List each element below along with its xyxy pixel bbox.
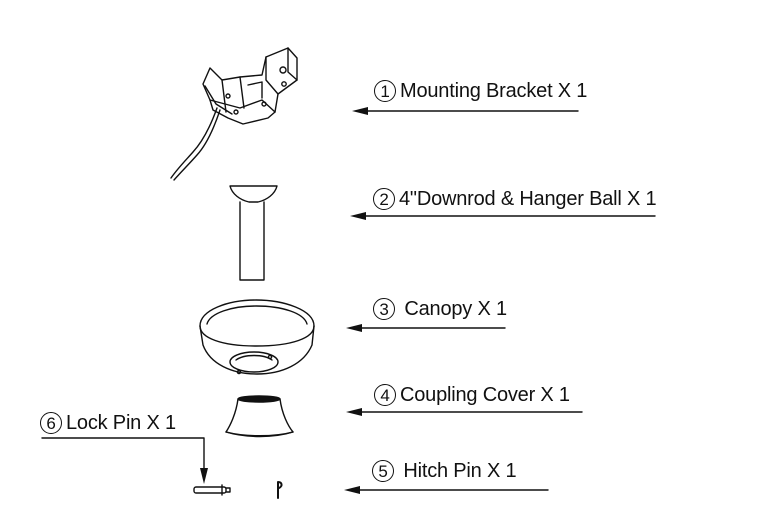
part-number-5: 5: [372, 460, 394, 482]
part-text-3: Canopy X 1: [399, 298, 507, 320]
arrowhead-4: [346, 408, 362, 416]
part-number-3: 3: [373, 298, 395, 320]
arrowhead-2: [350, 212, 366, 220]
part-label-1: 1 Mounting Bracket X 1: [374, 80, 587, 102]
part-number-2: 2: [373, 188, 395, 210]
part-number-4: 4: [374, 384, 396, 406]
hitch-pin-drawing: [277, 481, 283, 499]
part-label-4: 4 Coupling Cover X 1: [374, 384, 570, 406]
part-text-4: Coupling Cover X 1: [400, 384, 570, 406]
lock-pin-drawing: [193, 484, 231, 496]
part-text-6: Lock Pin X 1: [66, 412, 176, 434]
part-label-6: 6 Lock Pin X 1: [40, 412, 176, 434]
leader-arrows: [41, 110, 656, 491]
part-text-5: Hitch Pin X 1: [398, 460, 517, 482]
leader-arrow-6: [41, 437, 205, 471]
mounting-bracket-drawing: [170, 47, 298, 181]
part-text-1: Mounting Bracket X 1: [400, 80, 588, 102]
part-text-2: 4"Downrod & Hanger Ball X 1: [399, 188, 657, 210]
canopy-drawing: [199, 299, 315, 375]
downrod-drawing: [229, 185, 278, 281]
arrowhead-5: [344, 486, 360, 494]
arrowhead-6: [200, 468, 208, 484]
part-label-5: 5 Hitch Pin X 1: [372, 460, 517, 482]
part-number-1: 1: [374, 80, 396, 102]
coupling-cover-drawing: [225, 395, 294, 438]
part-label-3: 3 Canopy X 1: [373, 298, 507, 320]
arrowhead-1: [352, 107, 368, 115]
part-number-6: 6: [40, 412, 62, 434]
part-label-2: 2 4"Downrod & Hanger Ball X 1: [373, 188, 657, 210]
arrowhead-3: [346, 324, 362, 332]
